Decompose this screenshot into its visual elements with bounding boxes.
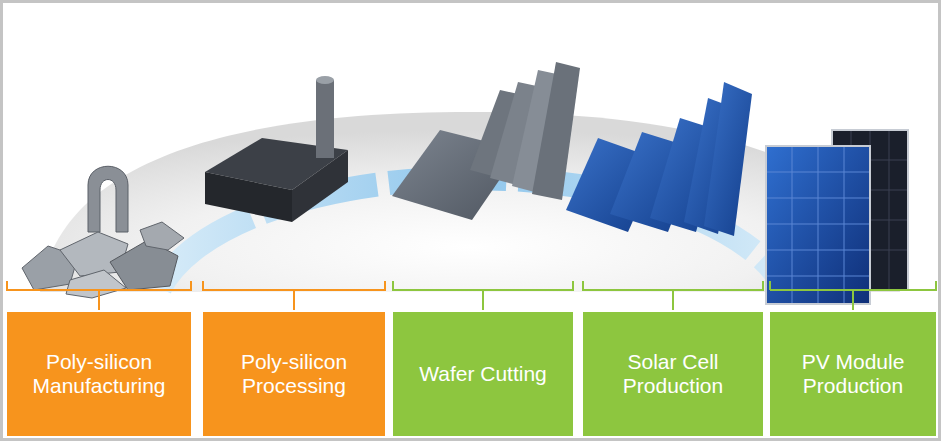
ingot-side (205, 172, 292, 222)
stage-brackets (7, 281, 936, 310)
stage-box: PV Module Production (770, 312, 936, 436)
module-grid (767, 147, 869, 303)
stage-box: Solar Cell Production (583, 312, 763, 436)
stage-bracket (583, 281, 763, 310)
stage-label: Wafer Cutting (419, 362, 547, 386)
ingot-cylinder-top (316, 76, 334, 84)
silicon-chunk (140, 222, 184, 250)
stage-label: PV Module Production (778, 350, 928, 398)
stage-bracket (203, 281, 385, 310)
wafer (532, 62, 580, 200)
stage-label: Poly-silicon Processing (211, 350, 377, 398)
wafer-stack (392, 62, 580, 220)
stage-box: Poly-silicon Manufacturing (7, 312, 191, 436)
pv-modules (766, 130, 908, 304)
silicon-rod (88, 166, 128, 232)
stage-box: Poly-silicon Processing (203, 312, 385, 436)
stage-box: Wafer Cutting (393, 312, 573, 436)
ingot-cylinder (316, 80, 334, 158)
stage-bracket (7, 281, 191, 310)
stage-label: Poly-silicon Manufacturing (15, 350, 183, 398)
silicon-ingot (205, 76, 348, 222)
stage-label: Solar Cell Production (591, 350, 755, 398)
pv-module-front (766, 146, 870, 304)
silicon-chunks (22, 166, 184, 298)
solar-cells (566, 82, 752, 236)
silicon-chunk (66, 270, 126, 298)
stage-bracket (393, 281, 573, 310)
ingot-side (292, 150, 348, 222)
solar-cell (704, 82, 752, 236)
stage-bracket (770, 281, 936, 310)
